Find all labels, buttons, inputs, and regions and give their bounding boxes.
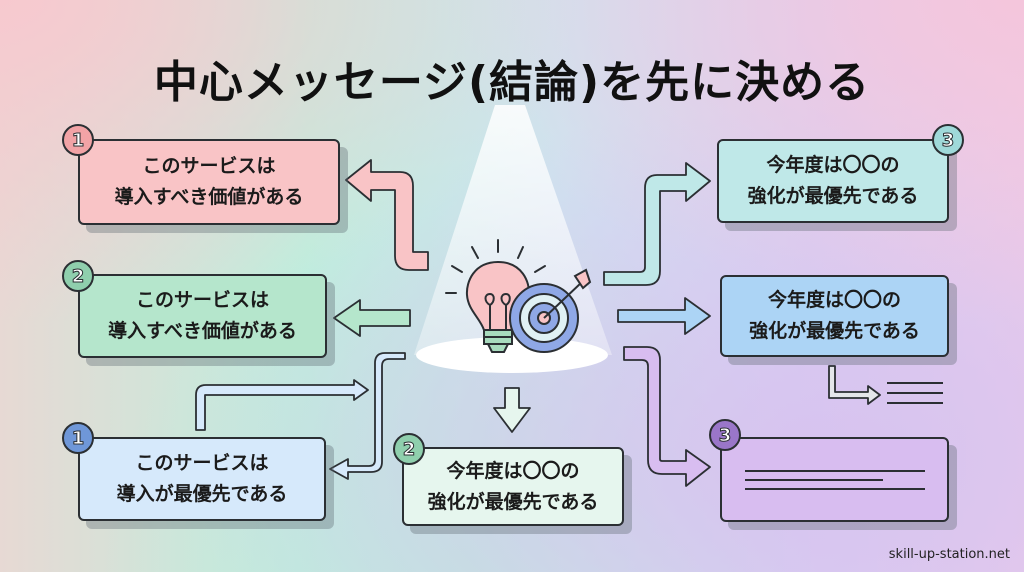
box-right-top: 今年度は〇〇の 強化が最優先である: [717, 139, 949, 223]
badge-left-bottom: 1: [62, 422, 94, 454]
arrow-to-right-top: [603, 162, 711, 286]
box-left-bottom-line1: このサービスは: [135, 452, 269, 474]
site-credit: skill-up-station.net: [888, 547, 1010, 562]
box-left-middle: このサービスは 導入すべき価値がある: [78, 274, 327, 358]
arrow-to-notes: [828, 365, 881, 405]
arrow-to-left-top: [345, 159, 429, 271]
box-right-top-line1: 今年度は〇〇の: [766, 154, 900, 176]
box-left-top-line2: 導入すべき価値がある: [114, 186, 304, 208]
badge-right-bottom: 3: [709, 419, 741, 451]
box-center-bottom-line1: 今年度は〇〇の: [446, 459, 580, 482]
box-left-top-line1: このサービスは: [142, 155, 276, 177]
arrow-to-left-middle: [333, 299, 411, 337]
placeholder-lines: [744, 469, 925, 490]
box-left-middle-line2: 導入すべき価値がある: [108, 320, 297, 342]
box-left-bottom-line2: 導入が最優先である: [116, 483, 288, 505]
box-left-middle-line1: このサービスは: [135, 289, 269, 311]
badge-right-top: 3: [932, 124, 964, 156]
badge-left-top: 1: [62, 124, 94, 156]
box-right-middle-line1: 今年度は〇〇の: [767, 289, 901, 311]
badge-left-middle: 2: [62, 260, 94, 292]
box-right-top-line2: 強化が最優先である: [747, 185, 919, 207]
box-right-middle-line2: 強化が最優先である: [749, 320, 920, 342]
page-title: 中心メッセージ(結論)を先に決める: [153, 57, 871, 108]
arrow-to-right-bottom: [623, 346, 711, 487]
box-right-middle: 今年度は〇〇の 強化が最優先である: [720, 275, 949, 357]
target-icon: [509, 268, 592, 353]
box-center-bottom: 今年度は〇〇の 強化が最優先である: [402, 447, 624, 526]
notes-lines: [887, 382, 943, 404]
badge-center-bottom: 2: [393, 433, 425, 465]
box-center-bottom-line2: 強化が最優先である: [427, 490, 599, 513]
arrow-to-right-middle: [617, 297, 711, 335]
box-right-bottom: [720, 437, 949, 522]
box-left-bottom: このサービスは 導入が最優先である: [78, 437, 326, 521]
arrow-from-left-bottom: [195, 379, 369, 431]
box-left-top: このサービスは 導入すべき価値がある: [78, 139, 340, 225]
arrow-to-center-bottom: [493, 387, 531, 433]
arrow-to-left-bottom: [329, 352, 406, 480]
